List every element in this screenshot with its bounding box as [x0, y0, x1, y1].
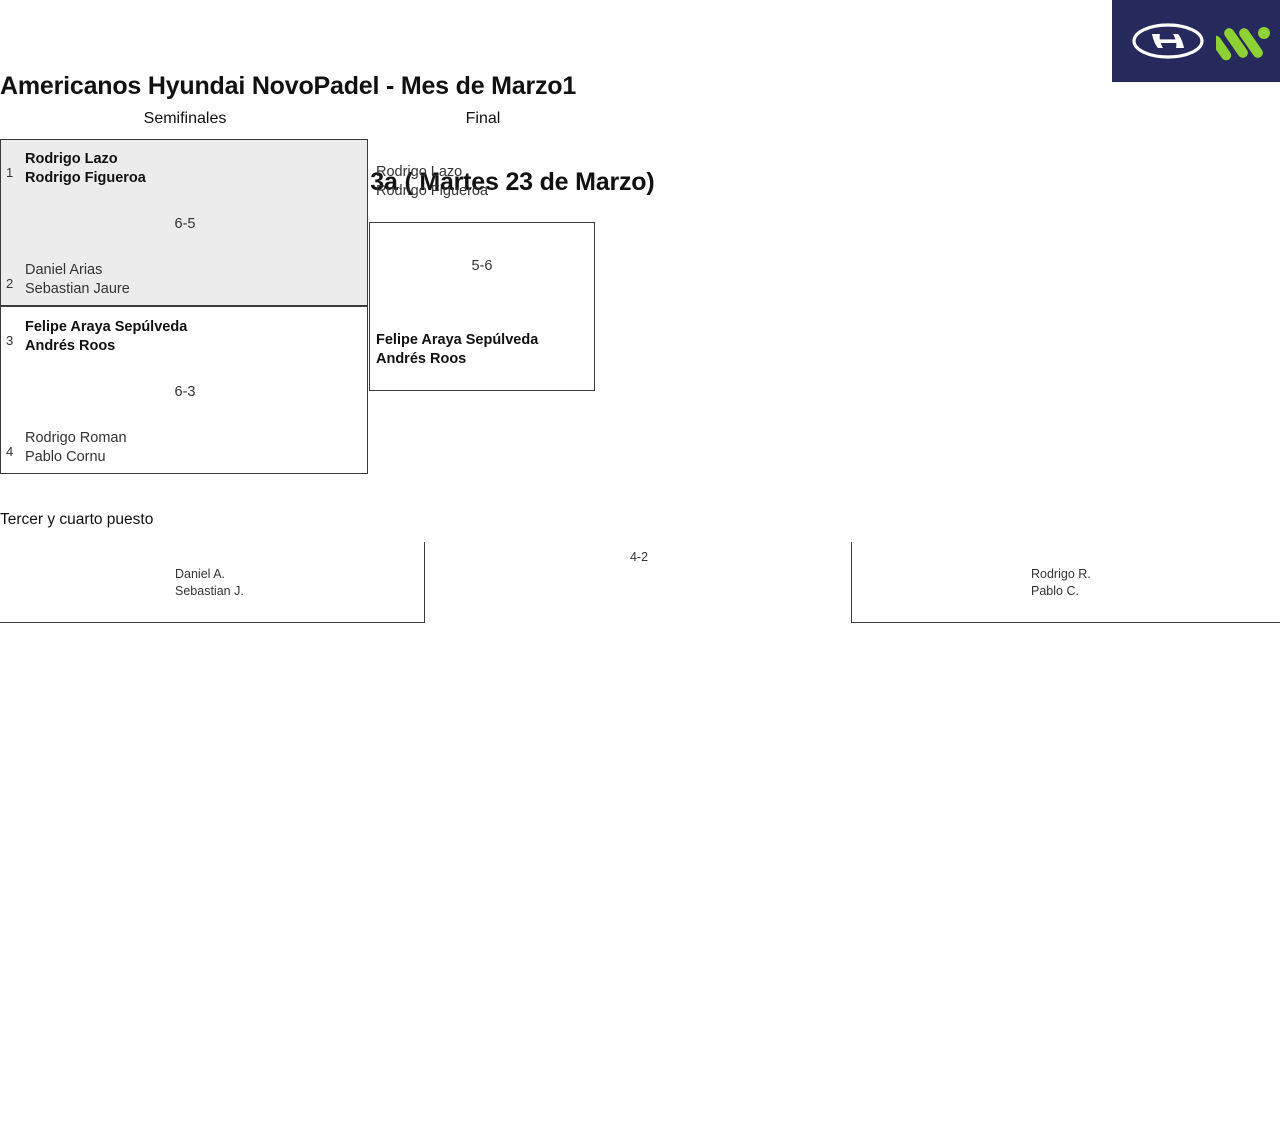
player-name: Pablo Cornu: [25, 449, 106, 465]
novopadel-logo-icon: [1216, 27, 1270, 61]
player-name: Sebastian Jaure: [25, 281, 130, 297]
player-name: Rodrigo Figueroa: [376, 183, 489, 199]
third-place-team-left: Daniel A. Sebastian J.: [175, 566, 244, 600]
hyundai-logo-icon: [1132, 23, 1204, 59]
final-match[interactable]: [369, 222, 595, 391]
semifinal-1-team-bottom: Daniel Arias Sebastian Jaure: [25, 261, 130, 299]
semifinal-2-score: 6-3: [174, 384, 196, 400]
round-header-final: Final: [465, 110, 501, 127]
player-name: Rodrigo Lazo: [25, 151, 118, 167]
player-name: Daniel A.: [175, 567, 226, 581]
third-place-section-title: Tercer y cuarto puesto: [0, 511, 154, 528]
round-header-semifinals: Semifinales: [143, 110, 227, 127]
semifinal-1-team-top: Rodrigo Lazo Rodrigo Figueroa: [25, 150, 146, 188]
semifinal-1-score: 6-5: [174, 216, 196, 232]
player-name: Felipe Araya Sepúlveda: [25, 319, 188, 335]
seed-number-3: 3: [6, 333, 14, 348]
sponsor-logo-banner: [1112, 0, 1280, 82]
semifinal-2-team-bottom: Rodrigo Roman Pablo Cornu: [25, 429, 127, 467]
player-name: Sebastian J.: [175, 584, 244, 598]
player-name: Daniel Arias: [25, 262, 103, 278]
seed-number-2: 2: [6, 276, 14, 291]
page-title-line-1: Americanos Hyundai NovoPadel - Mes de Ma…: [0, 72, 577, 100]
third-place-right-slot[interactable]: [851, 542, 1280, 623]
player-name: Rodrigo Lazo: [376, 164, 463, 180]
semifinal-match-1[interactable]: [0, 139, 368, 306]
player-name: Andrés Roos: [25, 338, 116, 354]
final-team-top: Rodrigo Lazo Rodrigo Figueroa: [376, 163, 488, 201]
player-name: Felipe Araya Sepúlveda: [376, 332, 539, 348]
player-name: Rodrigo Roman: [25, 430, 127, 446]
semifinal-match-2[interactable]: [0, 306, 368, 474]
player-name: Andrés Roos: [376, 351, 467, 367]
semifinal-2-team-top: Felipe Araya Sepúlveda Andrés Roos: [25, 318, 187, 356]
third-place-score: 4-2: [629, 550, 649, 564]
seed-number-4: 4: [6, 444, 14, 459]
player-name: Pablo C.: [1031, 584, 1079, 598]
third-place-team-right: Rodrigo R. Pablo C.: [1031, 566, 1091, 600]
final-team-bottom: Felipe Araya Sepúlveda Andrés Roos: [376, 331, 538, 369]
player-name: Rodrigo Figueroa: [25, 170, 146, 186]
final-score: 5-6: [471, 258, 493, 274]
seed-number-1: 1: [6, 165, 14, 180]
third-place-left-slot[interactable]: [0, 542, 425, 623]
player-name: Rodrigo R.: [1031, 567, 1091, 581]
